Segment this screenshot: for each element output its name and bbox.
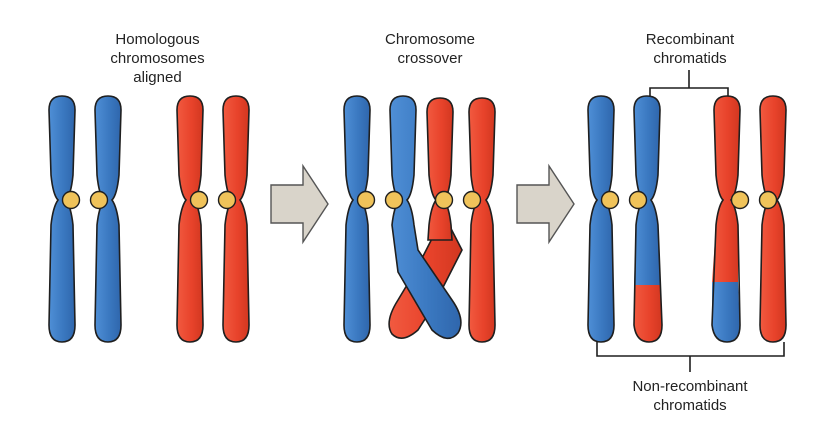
label-line: crossover [397,50,463,67]
centromere-icon [384,190,404,210]
centromere-icon [758,190,778,210]
blue-chromosome-panel1 [48,95,122,343]
red-chromosome-panel3 [711,95,787,343]
label-line: Homologous [115,31,200,48]
centromere-icon [189,190,209,210]
label-line: aligned [133,69,182,86]
red-chromosome-panel1 [176,95,250,343]
right-arrow-icon [516,163,575,245]
centromere-icon [628,190,648,210]
label-line: chromatids [653,397,727,414]
recombinant-bracket [649,70,729,102]
label-line: Chromosome [384,31,476,48]
label-line: Non-recombinant [632,378,748,395]
centromere-icon [61,190,81,210]
label-line: chromosomes [110,50,205,67]
label-line: Recombinant [645,31,735,48]
non-recombinant-bracket [596,342,785,372]
blue-chromosome-panel3 [587,95,663,343]
label-recombinant-chromatids: Recombinant chromatids [600,30,780,68]
centromere-icon [730,190,750,210]
label-chromosome-crossover: Chromosome crossover [340,30,520,68]
label-non-recombinant-chromatids: Non-recombinant chromatids [580,377,800,415]
label-homologous-aligned: Homologous chromosomes aligned [70,30,245,87]
centromere-icon [217,190,237,210]
blue-chromosome-panel2 [343,95,462,343]
centromere-icon [462,190,482,210]
label-line: chromatids [653,50,727,67]
right-arrow-icon [270,163,329,245]
centromere-icon [600,190,620,210]
centromere-icon [356,190,376,210]
centromere-icon [89,190,109,210]
centromere-icon [434,190,454,210]
